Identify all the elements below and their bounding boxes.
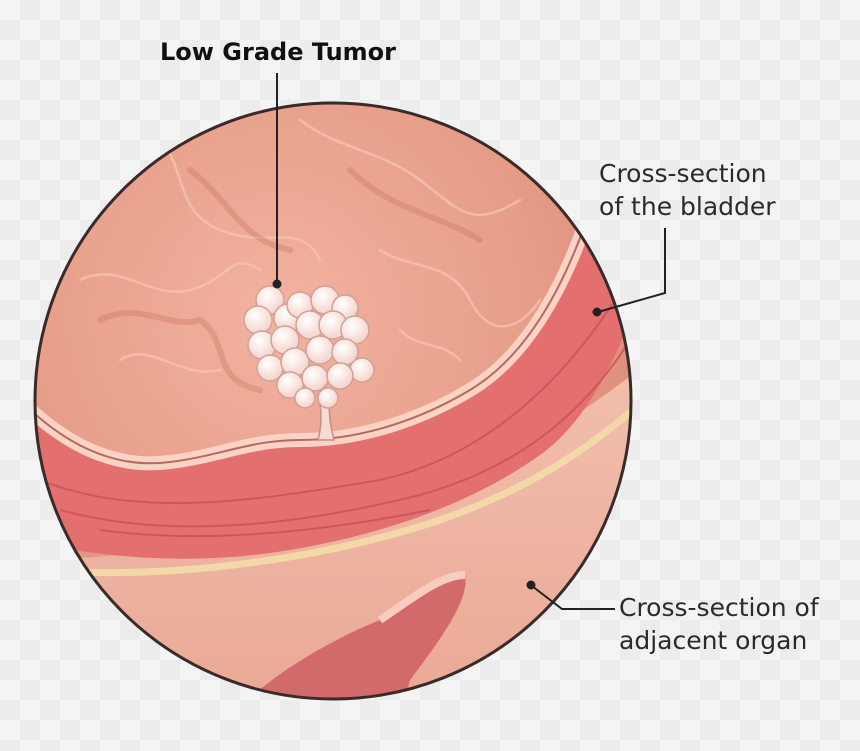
serosa-layer	[39, 392, 631, 577]
wall-fibers	[39, 299, 631, 538]
leader-lines	[272, 73, 666, 610]
bladder-label-line1: Cross-section	[599, 159, 767, 188]
tumor-label-text: Low Grade Tumor	[160, 38, 397, 66]
bladder-cross-section-label: Cross-section of the bladder	[599, 157, 776, 223]
view-circle-outline	[33, 101, 633, 701]
bladder-wall	[35, 210, 631, 559]
tumor-leader-dot	[272, 279, 282, 289]
tumor-cluster	[243, 285, 375, 409]
organ-label-line2: adjacent organ	[619, 626, 808, 655]
organ-leader-dot	[526, 580, 536, 590]
mucosa-folds	[78, 118, 542, 373]
organ-leader	[531, 585, 615, 610]
organ-label-line1: Cross-section of	[619, 593, 819, 622]
bladder-leader-dot	[592, 307, 602, 317]
organ-fold	[230, 575, 466, 699]
mucosa-shadows	[97, 167, 483, 393]
bladder-leader	[597, 228, 666, 313]
bladder-label-line2: of the bladder	[599, 192, 776, 221]
low-grade-tumor-label: Low Grade Tumor	[160, 36, 396, 69]
adjacent-organ-label: Cross-section of adjacent organ	[619, 591, 819, 657]
